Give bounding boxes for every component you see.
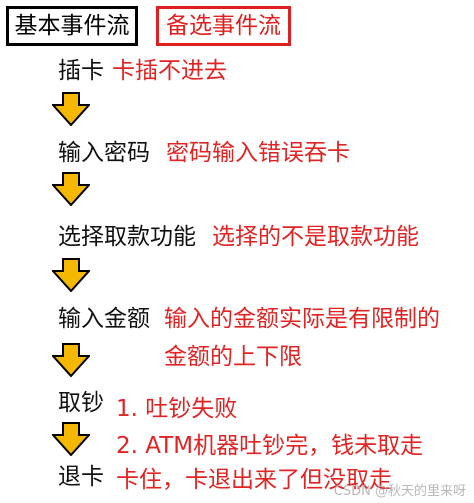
down-arrow-icon xyxy=(52,172,90,206)
down-arrow-icon xyxy=(52,258,90,292)
basic-flow-label: 基本事件流 xyxy=(14,12,130,39)
step-enter-amount: 输入金额 xyxy=(58,306,150,332)
step-dispense-cash: 取钞 xyxy=(58,390,104,416)
alt-dispense-cash-3: 卡住，卡退出来了但没取走 xyxy=(116,467,392,493)
step-return-card: 退卡 xyxy=(58,464,104,490)
step-insert-card: 插卡 xyxy=(58,58,104,84)
down-arrow-icon xyxy=(52,92,90,126)
alt-dispense-cash-1: 1. 吐钞失败 xyxy=(116,396,238,422)
basic-flow-header: 基本事件流 xyxy=(6,6,138,46)
down-arrow-icon xyxy=(52,422,90,456)
alt-insert-card: 卡插不进去 xyxy=(112,58,227,84)
alt-enter-amount-1: 输入的金额实际是有限制的 xyxy=(164,306,440,332)
alternate-flow-header: 备选事件流 xyxy=(156,6,291,46)
alt-select-withdraw: 选择的不是取款功能 xyxy=(212,224,419,250)
step-enter-pin: 输入密码 xyxy=(58,140,150,166)
watermark: CSDN @秋天的里来呀 xyxy=(333,484,466,499)
alt-dispense-cash-2: 2. ATM机器吐钞完，钱未取走 xyxy=(116,433,424,459)
alt-enter-pin: 密码输入错误吞卡 xyxy=(166,140,350,166)
down-arrow-icon xyxy=(52,343,90,377)
alt-enter-amount-2: 金额的上下限 xyxy=(164,344,302,370)
step-select-withdraw: 选择取款功能 xyxy=(58,224,196,250)
alternate-flow-label: 备选事件流 xyxy=(166,12,281,39)
